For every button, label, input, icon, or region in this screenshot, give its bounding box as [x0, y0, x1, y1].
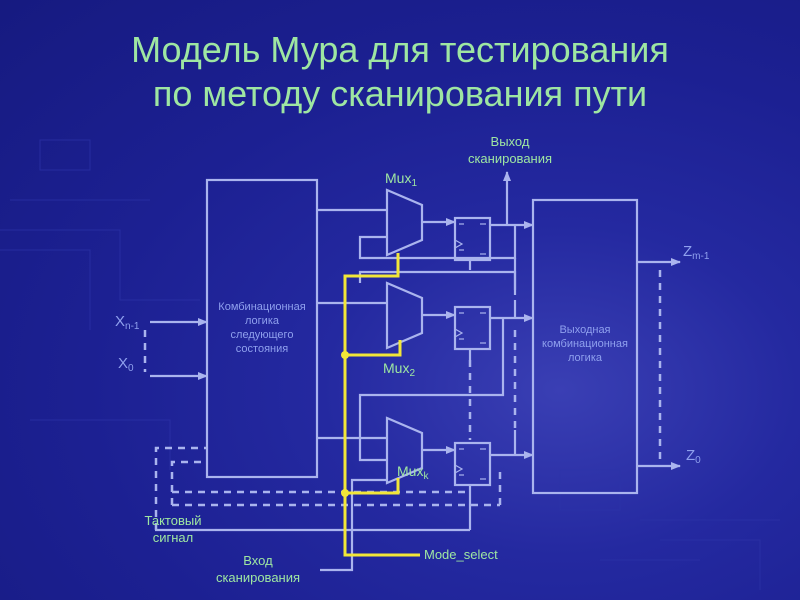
clock-label-2: сигнал: [153, 530, 194, 545]
clock-label-1: Тактовый: [145, 513, 202, 528]
mode-select-label: Mode_select: [424, 547, 498, 562]
mux-2-shape: [387, 283, 422, 348]
scan-out-label-1: Выход: [491, 134, 530, 149]
z-top-label: Zm-1: [683, 243, 710, 262]
mux-k-label: Muxk: [397, 463, 429, 482]
comb-logic-label-3: следующего: [231, 329, 294, 341]
mode-select-path: [345, 253, 420, 555]
scan-in-label-2: сканирования: [216, 570, 300, 585]
x-bottom-label: X0: [118, 355, 134, 374]
output-logic-label-3: логика: [568, 352, 603, 364]
comb-logic-label-2: логика: [245, 315, 280, 327]
z-bottom-label: Z0: [686, 447, 701, 466]
output-logic-label-2: комбинационная: [542, 338, 628, 350]
x-top-label: Xn-1: [115, 313, 140, 332]
mux-1-label: Mux1: [385, 170, 417, 189]
mux-1-shape: [387, 190, 422, 255]
mux-2-label: Mux2: [383, 360, 415, 379]
scan-out-label-2: сканирования: [468, 151, 552, 166]
output-logic-label-1: Выходная: [559, 324, 610, 336]
comb-logic-label-4: состояния: [236, 343, 288, 355]
scan-in-label-1: Вход: [243, 553, 273, 568]
comb-logic-label-1: Комбинационная: [218, 301, 305, 313]
